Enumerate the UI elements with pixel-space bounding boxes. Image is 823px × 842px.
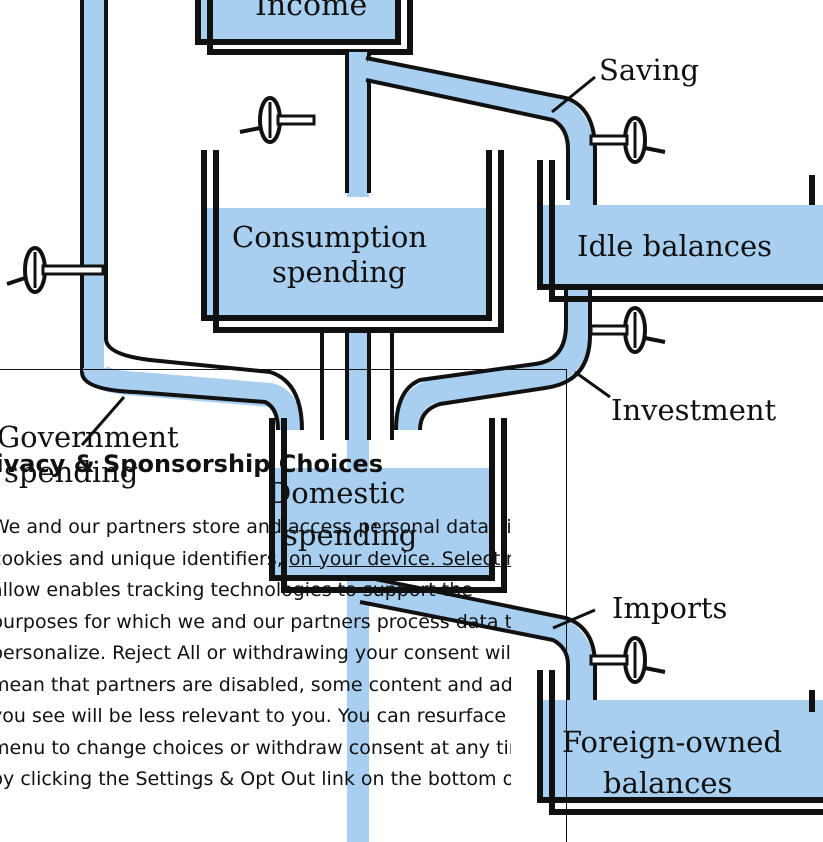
consumption-label-line2: spending — [272, 255, 406, 289]
foreign-owned-label-line2: balances — [603, 766, 732, 800]
callouts: Saving Government spending Investment Im… — [0, 53, 777, 630]
income-label: Income — [255, 0, 367, 23]
imports-valve-icon — [589, 636, 666, 684]
pipes — [80, 0, 597, 842]
idle-balances-tank: Idle balances — [537, 160, 823, 302]
domestic-spending-tank: Domestic spending — [268, 418, 507, 593]
income-tank: Income — [195, 0, 413, 55]
income-valve-icon — [239, 96, 316, 144]
investment-label: Investment — [611, 393, 777, 427]
foreign-owned-label-line1: Foreign-owned — [562, 725, 782, 759]
consumption-tank: Consumption spending — [201, 150, 504, 333]
imports-label: Imports — [612, 591, 727, 625]
saving-label: Saving — [599, 53, 699, 87]
domestic-label-line1: Domestic — [268, 476, 405, 510]
government-label-line1: Government — [0, 420, 179, 454]
consumption-label-line1: Consumption — [232, 220, 427, 254]
saving-valve-icon — [589, 116, 666, 164]
valves — [6, 96, 666, 684]
government-label-line2: spending — [4, 455, 138, 489]
foreign-owned-tank: Foreign-owned balances — [537, 670, 823, 815]
domestic-label-line2: spending — [283, 518, 417, 552]
investment-valve-icon — [589, 306, 666, 354]
idle-balances-label: Idle balances — [577, 229, 772, 263]
government-valve-icon — [6, 246, 105, 294]
